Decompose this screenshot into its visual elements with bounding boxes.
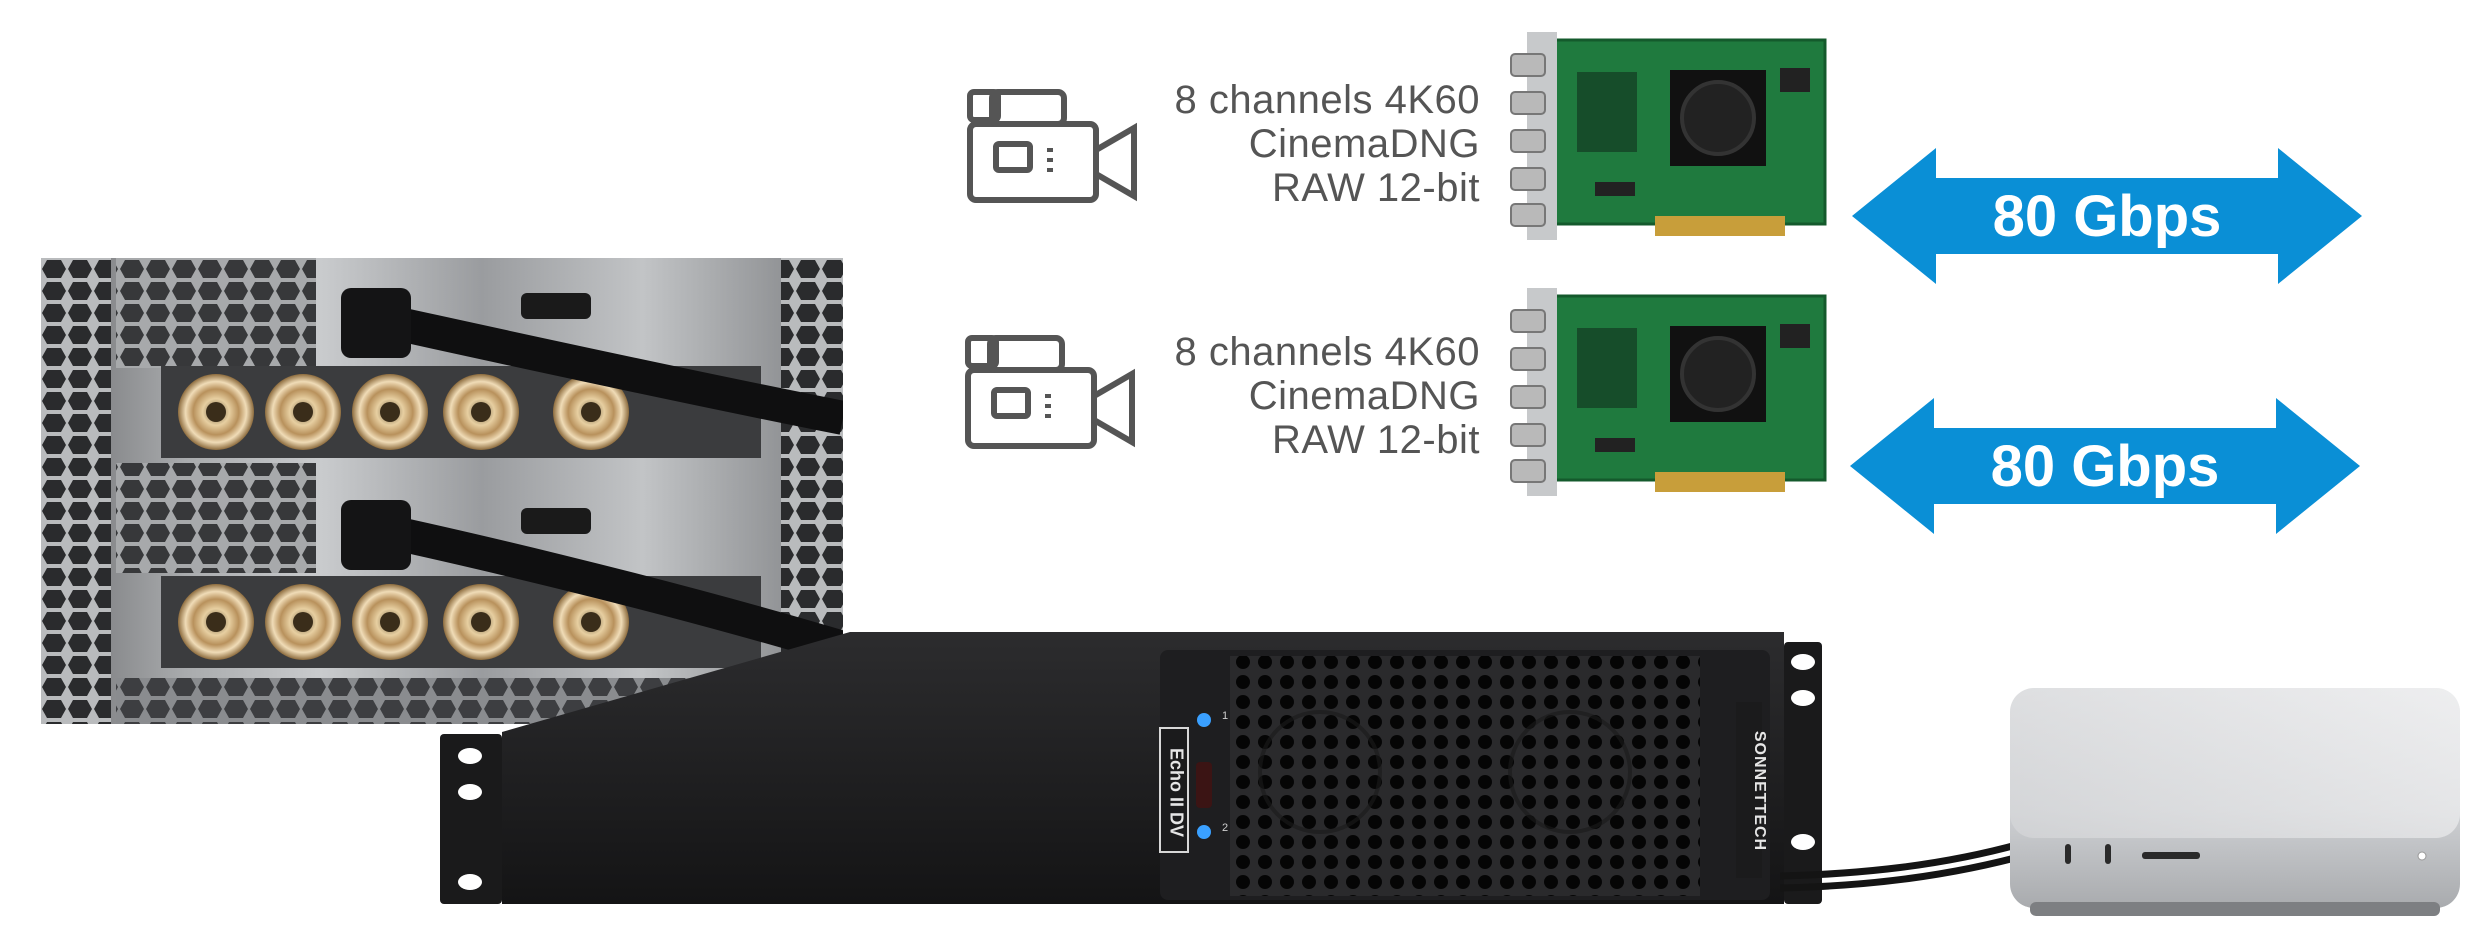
bandwidth-arrow-row-1: 80 Gbps [1852, 148, 2362, 284]
video-camera-icon [965, 335, 1135, 449]
bnc-row-2 [178, 584, 629, 660]
bandwidth-arrow-row-2: 80 Gbps [1850, 398, 2360, 534]
channel-spec-row-2: 8 channels 4K60 CinemaDNG RAW 12-bit [1174, 330, 1480, 462]
capture-card-2 [1505, 288, 1835, 505]
mac-studio-computer [2010, 688, 2460, 924]
back-panel-illustration [41, 258, 843, 724]
channel-spec-row-1: 8 channels 4K60 CinemaDNG RAW 12-bit [1174, 78, 1480, 210]
double-headed-arrow-icon [1850, 398, 2360, 534]
camera-icon-row-1 [962, 88, 1142, 213]
brand-label: SONNETTECH [1751, 730, 1768, 852]
rack-enclosure: Echo II DV 1 2 SONNETTECH [440, 632, 1896, 906]
channel-line-1: 8 channels 4K60 [1174, 78, 1480, 122]
camera-icon-row-2 [960, 334, 1140, 459]
channel-line-1: 8 channels 4K60 [1174, 330, 1480, 374]
capture-card-1 [1505, 32, 1835, 249]
status-led-2 [1197, 825, 1211, 839]
video-camera-icon [967, 89, 1137, 203]
port-number-2: 2 [1222, 822, 1229, 834]
model-label: Echo II DV [1166, 747, 1187, 837]
status-led-1 [1197, 713, 1211, 727]
channel-line-2: CinemaDNG [1248, 122, 1480, 166]
double-headed-arrow-icon [1852, 148, 2362, 284]
channel-line-3: RAW 12-bit [1271, 166, 1480, 210]
port-number-1: 1 [1222, 710, 1229, 722]
bnc-row-1 [178, 374, 629, 450]
channel-line-2: CinemaDNG [1248, 374, 1480, 418]
bandwidth-label-row-1: 80 Gbps [1992, 183, 2222, 249]
back-panel-closeup-photo [38, 255, 846, 727]
channel-line-3: RAW 12-bit [1271, 418, 1480, 462]
rack-to-mac-cables [1779, 836, 2040, 901]
bandwidth-label-row-2: 80 Gbps [1990, 433, 2220, 499]
thunderbolt-cables [341, 288, 843, 665]
